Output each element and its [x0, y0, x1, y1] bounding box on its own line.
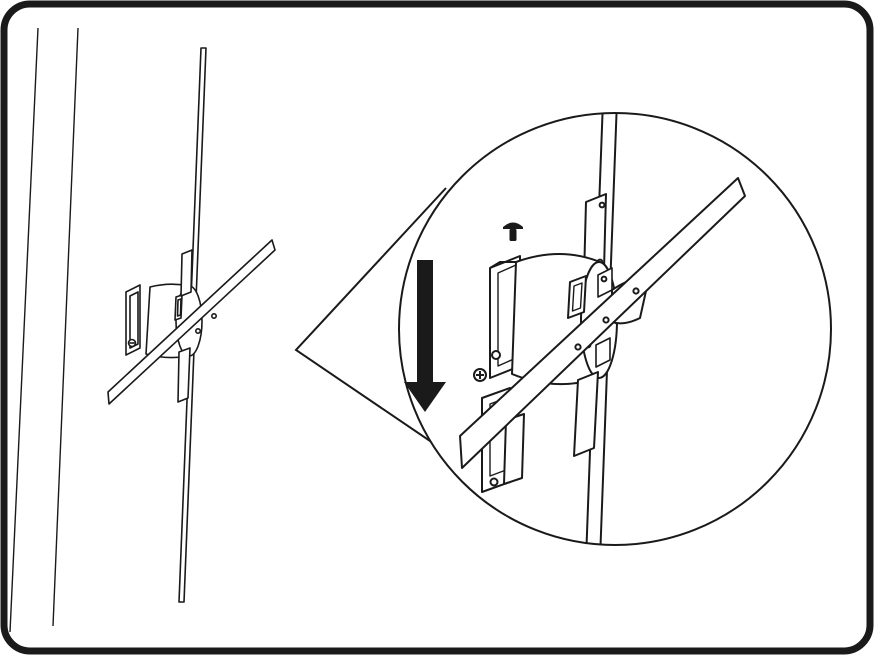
- upper-plate: [180, 249, 193, 297]
- diagonal-blade: [107, 239, 276, 405]
- wall-bracket: [125, 284, 141, 356]
- down-arrow-icon: [404, 260, 446, 412]
- lower-plate: [177, 347, 191, 403]
- zoom-diagonal-blade: [459, 177, 746, 469]
- screw-hole-icon: [473, 368, 487, 382]
- screw-icon: [503, 222, 523, 241]
- zoom-detail: [459, 113, 746, 545]
- zoom-lower-plate: [573, 371, 599, 457]
- wall: [9, 27, 79, 633]
- zoom-circle-outline: [398, 112, 832, 546]
- overview-device: [107, 47, 276, 603]
